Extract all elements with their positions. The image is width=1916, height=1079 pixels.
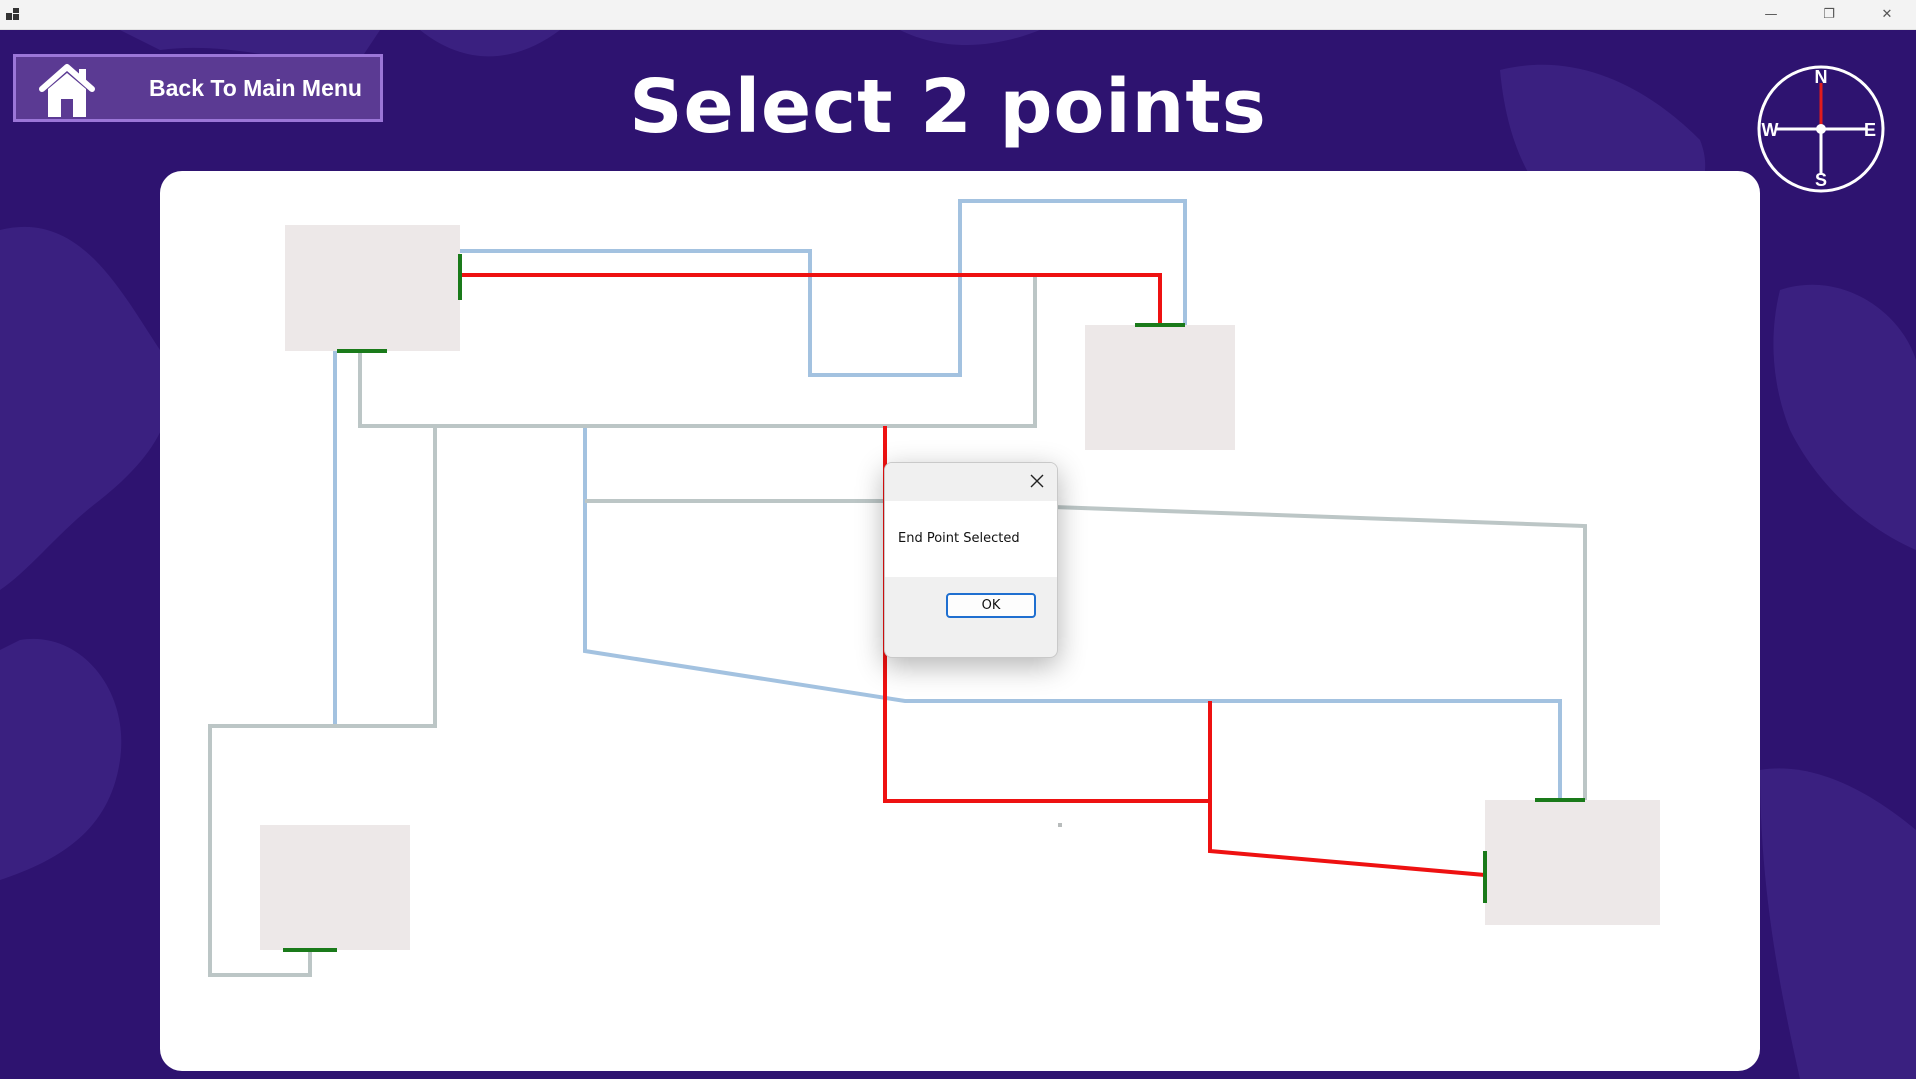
close-icon xyxy=(1030,474,1044,488)
back-to-main-menu-button[interactable]: Back To Main Menu xyxy=(13,54,383,122)
path-blue xyxy=(583,426,1562,800)
path-selected xyxy=(460,273,1162,325)
message-dialog: End Point Selected OK xyxy=(884,462,1058,658)
minimize-button[interactable]: — xyxy=(1764,7,1778,22)
room-top-left[interactable] xyxy=(285,225,460,351)
point-marker xyxy=(1058,823,1062,827)
back-button-label: Back To Main Menu xyxy=(149,75,362,101)
app-icon xyxy=(6,8,19,20)
room-bottom-left[interactable] xyxy=(260,825,410,950)
compass-west-label: W xyxy=(1762,120,1779,140)
paths-layer xyxy=(208,199,1587,977)
window-title-bar: — ❐ ✕ xyxy=(0,0,1916,30)
compass-south-label: S xyxy=(1815,170,1827,190)
compass-north-label: N xyxy=(1815,67,1828,87)
path-gray xyxy=(585,499,1587,800)
dialog-body: End Point Selected xyxy=(885,501,1057,577)
close-window-button[interactable]: ✕ xyxy=(1881,7,1893,22)
path-gray xyxy=(358,275,1037,428)
path-gray xyxy=(208,426,437,977)
dialog-ok-button[interactable]: OK xyxy=(946,593,1036,618)
room-top-right[interactable] xyxy=(1085,325,1235,450)
restore-button[interactable]: ❐ xyxy=(1823,7,1835,22)
dialog-title-bar xyxy=(885,463,1057,501)
home-icon xyxy=(39,64,95,117)
page-title: Select 2 points xyxy=(629,64,1267,150)
dialog-message: End Point Selected xyxy=(898,531,1020,546)
world-map-background xyxy=(0,30,1916,1079)
dialog-close-button[interactable] xyxy=(1023,467,1051,495)
compass-icon: N S E W xyxy=(1757,65,1885,193)
path-blue xyxy=(460,199,1187,377)
compass-east-label: E xyxy=(1864,120,1876,140)
room-bottom-right[interactable] xyxy=(1485,800,1660,925)
